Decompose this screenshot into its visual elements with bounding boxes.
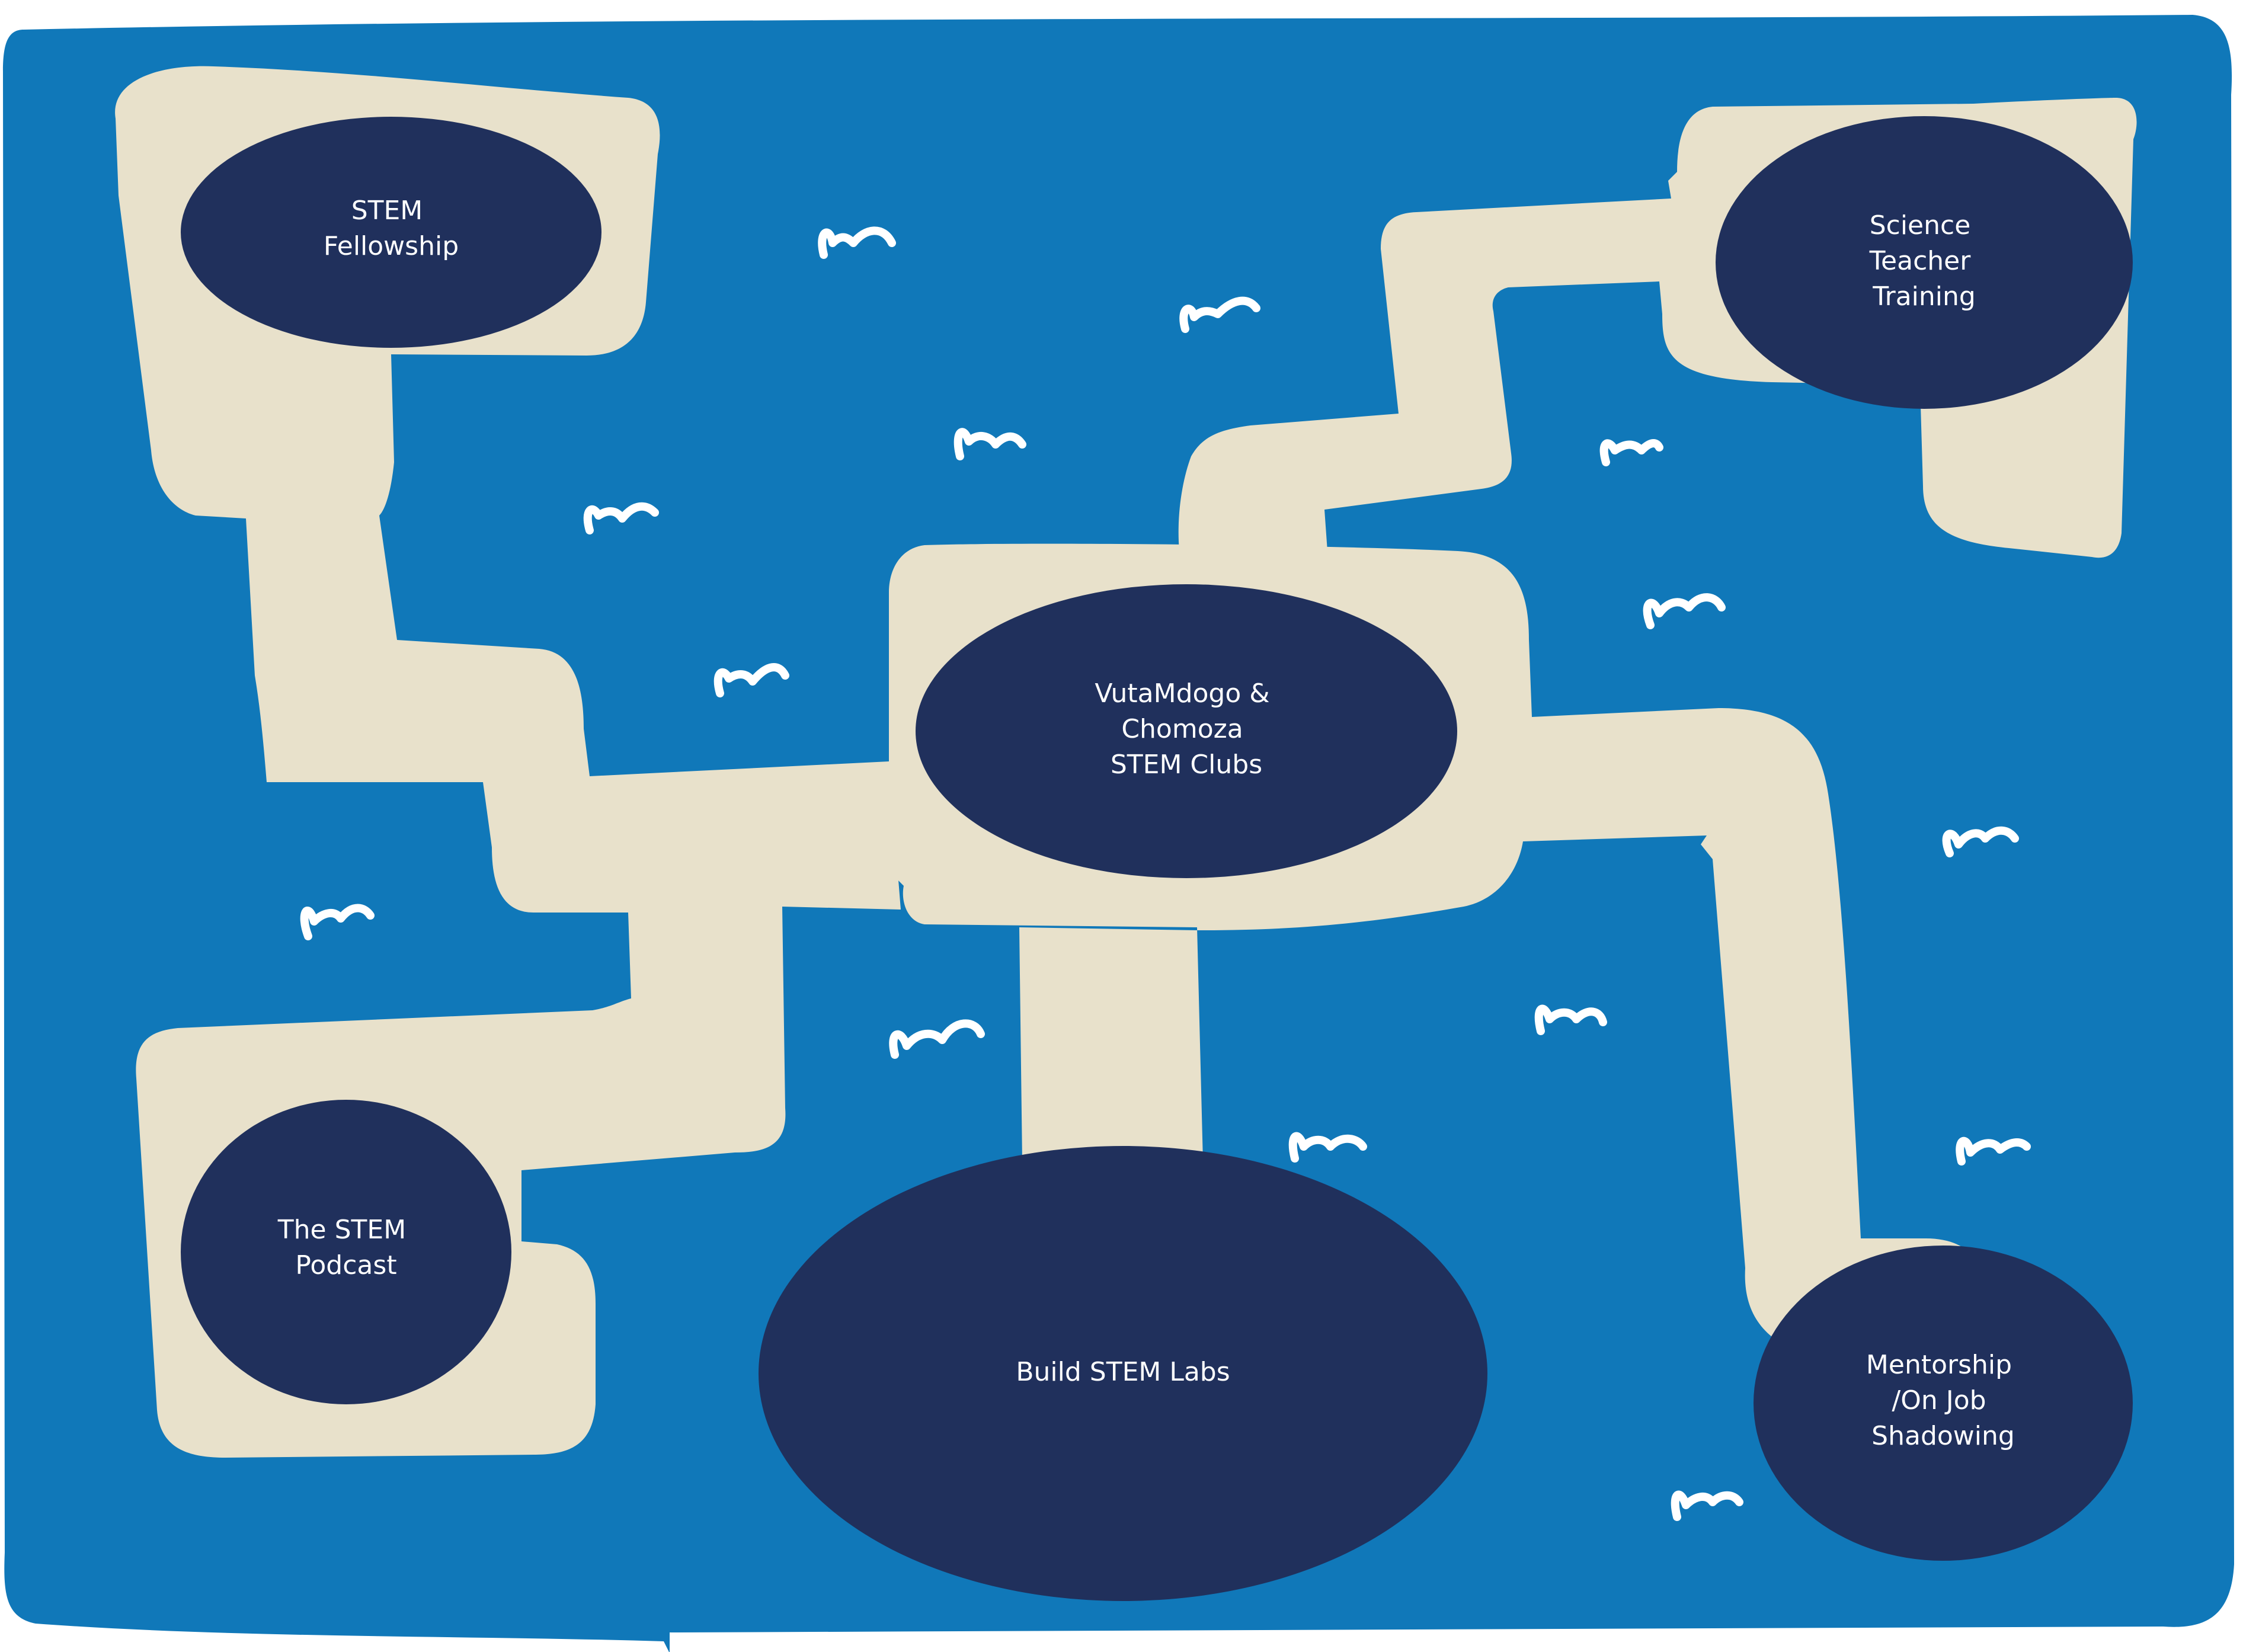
node-label: The STEM Podcast [277,1215,414,1280]
squiggle-icon [1942,826,2019,857]
squiggle-icon [300,904,375,940]
node-label-line: /On Job [1892,1385,1986,1416]
node-label-line: Shadowing [1871,1421,2015,1451]
node-label-line: Training [1872,281,1976,312]
node-label-line: STEM Clubs [1111,750,1262,780]
node-label: VutaMdogo & Chomoza STEM Clubs [1095,678,1278,780]
node-science-teacher-training: Science Teacher Training [1716,116,2133,409]
node-label-line: VutaMdogo & [1095,678,1269,709]
node-ellipse [181,117,601,348]
squiggle-icon [889,1019,985,1059]
node-ellipse [181,1100,511,1404]
squiggle-icon [1671,1490,1743,1521]
node-ellipse [1716,116,2133,409]
squiggle-icon [1599,439,1663,466]
node-label-line: Fellowship [324,231,459,261]
node-label-line: Teacher [1869,246,1972,276]
node-label-line: Mentorship [1866,1350,2012,1380]
squiggle-icon [583,502,659,534]
node-stem-podcast: The STEM Podcast [181,1100,511,1404]
squiggle-icon [1643,593,1726,629]
squiggle-icon [953,428,1026,460]
node-label-line: Build STEM Labs [1016,1357,1230,1387]
squiggle-icon [1534,1004,1607,1035]
node-label: Build STEM Labs [1016,1357,1230,1387]
squiggle-icon [818,226,896,259]
node-mentorship: Mentorship /On Job Shadowing [1754,1246,2133,1561]
node-label-line: Podcast [295,1250,396,1280]
squiggle-icon [713,663,789,697]
node-stem-clubs: VutaMdogo & Chomoza STEM Clubs [916,584,1457,878]
node-ellipse [916,584,1457,878]
squiggle-icon [1288,1132,1367,1163]
node-label: Science Teacher Training [1869,210,1979,312]
squiggle-icon [1956,1136,2031,1166]
node-label-line: Science [1870,210,1971,241]
node-ellipse [1754,1246,2133,1561]
node-label-line: STEM [351,196,423,226]
node-label-line: Chomoza [1121,714,1243,744]
node-label-line: The STEM [277,1215,406,1245]
node-stem-fellowship: STEM Fellowship [181,117,601,348]
node-ellipse [759,1146,1487,1601]
node-stem-labs: Build STEM Labs [759,1146,1487,1601]
node-label: Mentorship /On Job Shadowing [1866,1350,2020,1451]
squiggle-icon [1179,296,1260,333]
node-label: STEM Fellowship [324,196,459,261]
squiggle-decorations [300,226,2031,1521]
